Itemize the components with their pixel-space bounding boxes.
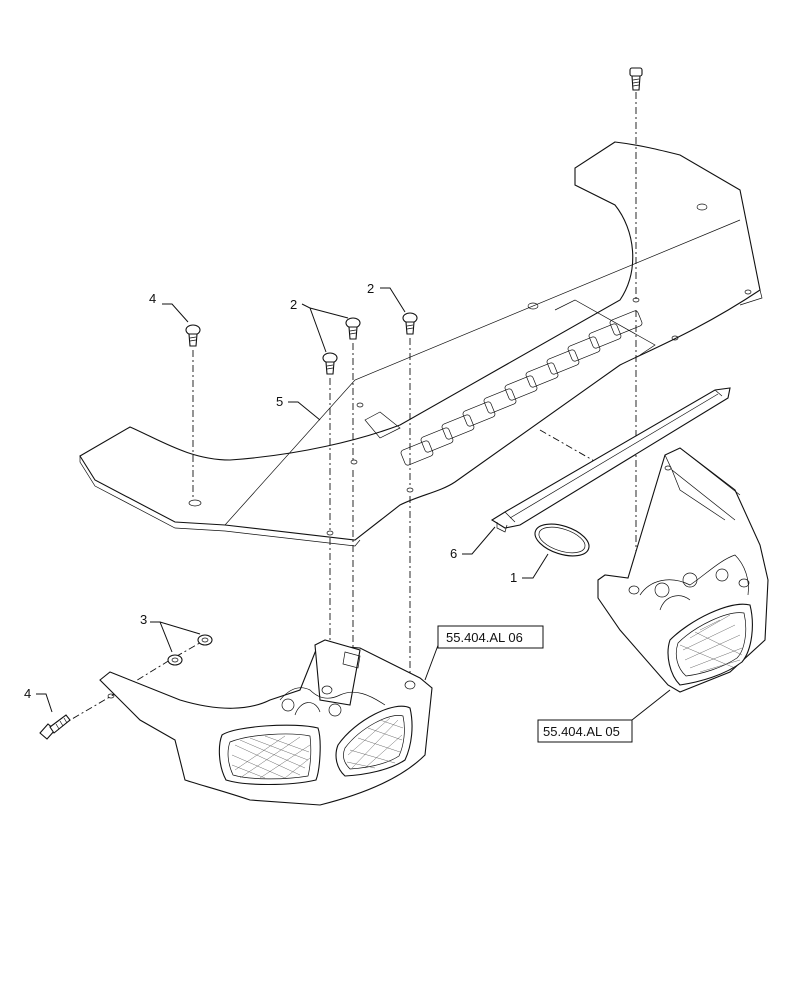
screw-2-a [345,317,361,340]
o-ring [534,523,590,557]
callout-1: 1 [510,570,517,585]
reference-box-right-lamp: 55.404.AL 05 [537,719,633,743]
cover-plate [79,141,763,547]
reference-right-lamp: 55.404.AL 05 [543,724,620,739]
screw-top-right [629,67,643,91]
right-lamp-assembly [597,447,769,693]
screw-4-upper [185,324,201,347]
vent-slots [400,310,643,466]
callout-6: 6 [450,546,457,561]
callout-4-lower: 4 [24,686,31,701]
callout-2-right: 2 [367,281,374,296]
reference-box-left-lamp: 55.404.AL 06 [437,625,544,649]
screw-4-lower [39,714,71,740]
leader-lines [36,287,671,721]
washer-3-a [167,654,183,666]
reference-left-lamp: 55.404.AL 06 [446,630,523,645]
callout-2-left: 2 [290,297,297,312]
screw-2-c [402,312,418,335]
left-lamp-assembly [99,639,433,806]
callout-5: 5 [276,394,283,409]
callout-labels: 4 2 2 5 6 1 3 4 [24,281,517,701]
callout-4-upper: 4 [149,291,156,306]
callout-3: 3 [140,612,147,627]
seal-strip [490,387,731,533]
screw-2-b [322,352,338,375]
washer-3-b [197,634,213,646]
